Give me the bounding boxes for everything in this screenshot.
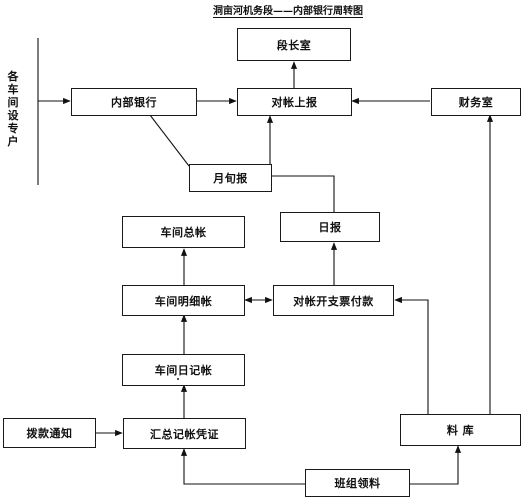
- diagram-title: 洞亩河机务段——内部银行周转图: [213, 6, 363, 17]
- node-summary-voucher: 汇总记帐凭证: [123, 418, 246, 449]
- node-internal-bank: 内部银行: [71, 88, 197, 116]
- node-workshop-daily-ledger: 车间日记帐: [122, 354, 245, 386]
- node-material-warehouse: 料 库: [400, 414, 521, 446]
- node-allocation-notice: 拨款通知: [3, 418, 96, 448]
- node-daily-report: 日报: [280, 212, 380, 242]
- scan-dot: [177, 378, 179, 380]
- node-workshop-general-ledger: 车间总帐: [122, 216, 245, 248]
- connector-team-to-voucher: [180, 448, 305, 485]
- node-finance-office: 财务室: [431, 88, 521, 116]
- connector-team-to-warehouse: [410, 445, 462, 485]
- node-reconcile-payment: 对帐开支票付款: [273, 285, 394, 316]
- connector-daily-to-monthly: [272, 175, 335, 212]
- node-reconcile-report: 对帐上报: [237, 88, 352, 116]
- node-team-requisition: 班组领料: [305, 469, 410, 497]
- node-monthly-report: 月旬报: [189, 164, 272, 192]
- node-workshop-detail-ledger: 车间明细帐: [122, 285, 245, 316]
- node-director-office: 段长室: [237, 28, 351, 61]
- connector-warehouse-to-payment: [394, 296, 429, 414]
- side-label-workshop-accounts: 各车间设专户: [7, 70, 19, 148]
- connector-bank-to-monthly: [149, 114, 190, 167]
